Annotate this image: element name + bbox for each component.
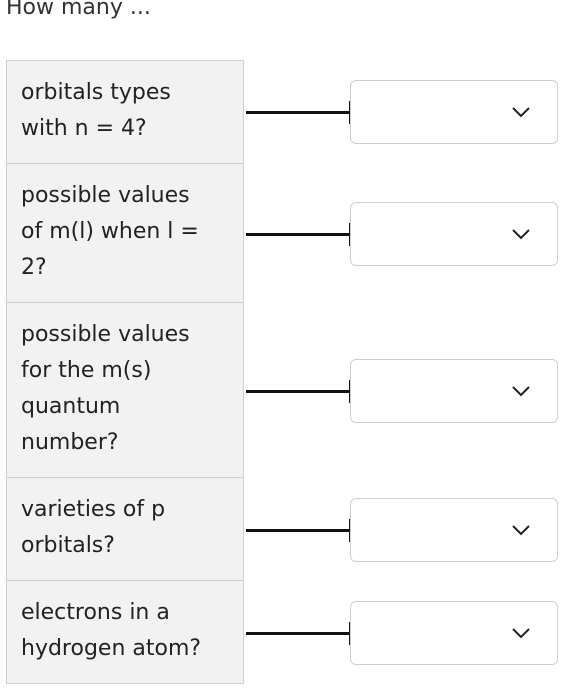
prompt-line: possible values — [21, 183, 190, 208]
answer-dropdown-5[interactable] — [350, 600, 558, 665]
matching-row: varieties of p orbitals? — [6, 478, 558, 581]
prompt-line: of m(l) when l = — [21, 219, 199, 244]
answer-dropdown-4[interactable] — [350, 497, 558, 562]
matching-row: orbitals types with n = 4? — [6, 60, 558, 164]
prompt-box: possible values of m(l) when l = 2? — [6, 164, 244, 303]
connector-line — [246, 101, 351, 124]
prompt-line: hydrogen atom? — [21, 636, 202, 661]
chevron-down-icon — [511, 627, 531, 639]
prompt-line: electrons in a — [21, 600, 170, 625]
prompt-line: 2? — [21, 255, 47, 280]
matching-row: electrons in a hydrogen atom? — [6, 581, 558, 684]
answer-dropdown-3[interactable] — [350, 358, 558, 423]
prompt-line: orbitals? — [21, 533, 115, 558]
chevron-down-icon — [511, 228, 531, 240]
matching-row: possible values of m(l) when l = 2? — [6, 164, 558, 303]
answer-dropdown-2[interactable] — [350, 201, 558, 266]
matching-row: possible values for the m(s) quantum num… — [6, 303, 558, 478]
connector-line — [246, 518, 351, 542]
prompt-line: varieties of p — [21, 497, 166, 522]
prompt-line: number? — [21, 430, 119, 455]
prompt-line: with n = 4? — [21, 116, 147, 141]
prompt-line: for the m(s) — [21, 358, 152, 383]
chevron-down-icon — [511, 106, 531, 118]
prompt-box: possible values for the m(s) quantum num… — [6, 303, 244, 478]
prompt-line: possible values — [21, 322, 190, 347]
connector-line — [246, 621, 351, 645]
prompt-box: electrons in a hydrogen atom? — [6, 581, 244, 684]
matching-list: orbitals types with n = 4? possible valu… — [6, 60, 558, 684]
prompt-box: varieties of p orbitals? — [6, 478, 244, 581]
prompt-box: orbitals types with n = 4? — [6, 60, 244, 164]
prompt-line: quantum — [21, 394, 121, 419]
page-title: How many ... — [6, 0, 151, 20]
connector-line — [246, 222, 351, 246]
chevron-down-icon — [511, 385, 531, 397]
answer-dropdown-1[interactable] — [350, 80, 558, 144]
connector-line — [246, 379, 351, 403]
chevron-down-icon — [511, 524, 531, 536]
prompt-line: orbitals types — [21, 80, 171, 105]
